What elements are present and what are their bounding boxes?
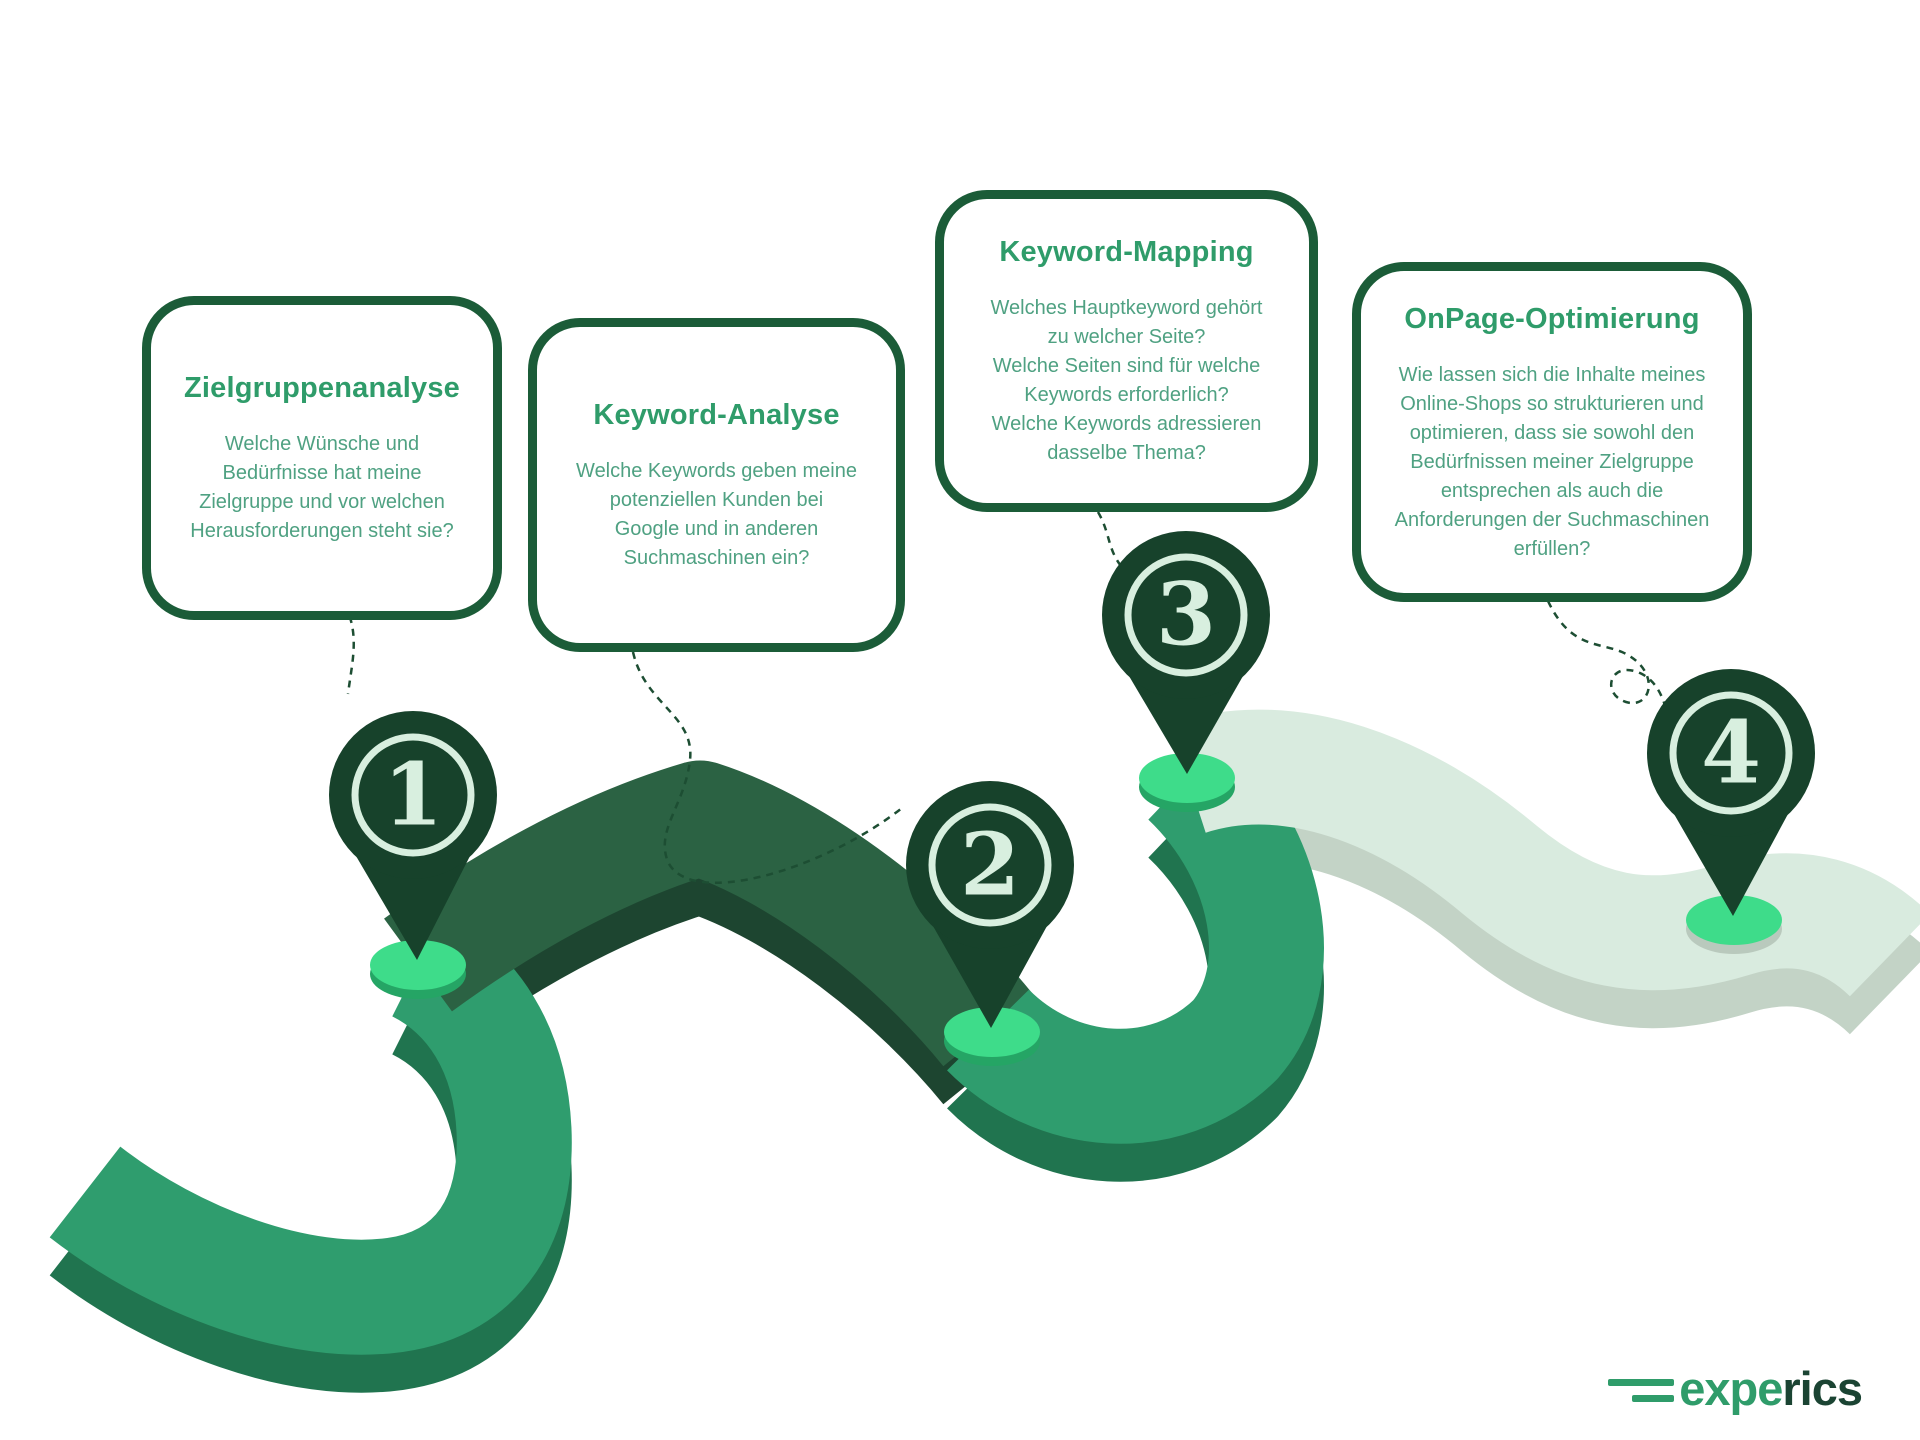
road-segment-3: [947, 736, 1324, 1144]
step-box-3: Keyword-Mapping Welches Hauptkeyword geh…: [935, 190, 1318, 512]
logo-text-expe: expe: [1679, 1362, 1783, 1415]
pin-ring-4: [1669, 691, 1793, 815]
road-segment-1: [49, 913, 572, 1355]
connector-2: [631, 651, 903, 884]
step-description-3: Welches Hauptkeyword gehört zu welcher S…: [990, 297, 1263, 464]
step-title-2: Keyword-Analyse: [593, 399, 840, 431]
map-pin-2: 2: [906, 781, 1074, 1028]
step-box-1: Zielgruppenanalyse Welche Wünsche und Be…: [142, 296, 502, 620]
road-segment-4: [1170, 709, 1920, 998]
step-description-4: Wie lassen sich die Inhalte meines Onlin…: [1394, 363, 1710, 560]
step-description-2: Welche Keywords geben meine potenziellen…: [576, 460, 857, 569]
marker-base-2: [944, 1007, 1040, 1057]
step-box-4: OnPage-Optimierung Wie lassen sich die I…: [1352, 262, 1752, 602]
logo-speed-line-top: [1608, 1379, 1675, 1386]
pin-tail-1: [356, 856, 470, 960]
pin-tail-4: [1674, 814, 1788, 916]
logo-speed-lines-icon: [1608, 1379, 1675, 1402]
marker-bases: [370, 753, 1782, 1066]
pin-ring-1: [351, 733, 475, 857]
logo-text-rics: rics: [1782, 1362, 1863, 1415]
step-description-1: Welche Wünsche und Bedürfnisse hat meine…: [190, 433, 454, 542]
step-title-3: Keyword-Mapping: [999, 236, 1254, 268]
marker-base-4: [1686, 895, 1782, 945]
step-title-4: OnPage-Optimierung: [1404, 302, 1700, 335]
map-pin-4: 4: [1647, 669, 1815, 916]
experics-logo: expe rics: [1608, 1362, 1863, 1415]
step-title-1: Zielgruppenanalyse: [184, 372, 460, 404]
step-box-2: Keyword-Analyse Welche Keywords geben me…: [528, 318, 905, 652]
map-pin-1: 1: [329, 711, 497, 960]
road-top: [49, 709, 1920, 1355]
road-segment-2: [384, 760, 1033, 1067]
marker-base-1: [370, 940, 466, 990]
pin-ring-2: [928, 803, 1052, 927]
pin-number-2: 2: [960, 815, 1020, 916]
pin-tail-3: [1129, 676, 1243, 774]
pin-number-1: 1: [383, 745, 443, 846]
map-pin-3: 3: [1102, 531, 1270, 774]
logo-speed-line-bottom: [1632, 1395, 1675, 1402]
marker-base-3: [1139, 753, 1235, 803]
pin-ring-3: [1124, 553, 1248, 677]
pin-number-3: 3: [1156, 565, 1216, 666]
pin-tail-2: [933, 926, 1047, 1028]
pin-number-4: 4: [1701, 703, 1761, 804]
